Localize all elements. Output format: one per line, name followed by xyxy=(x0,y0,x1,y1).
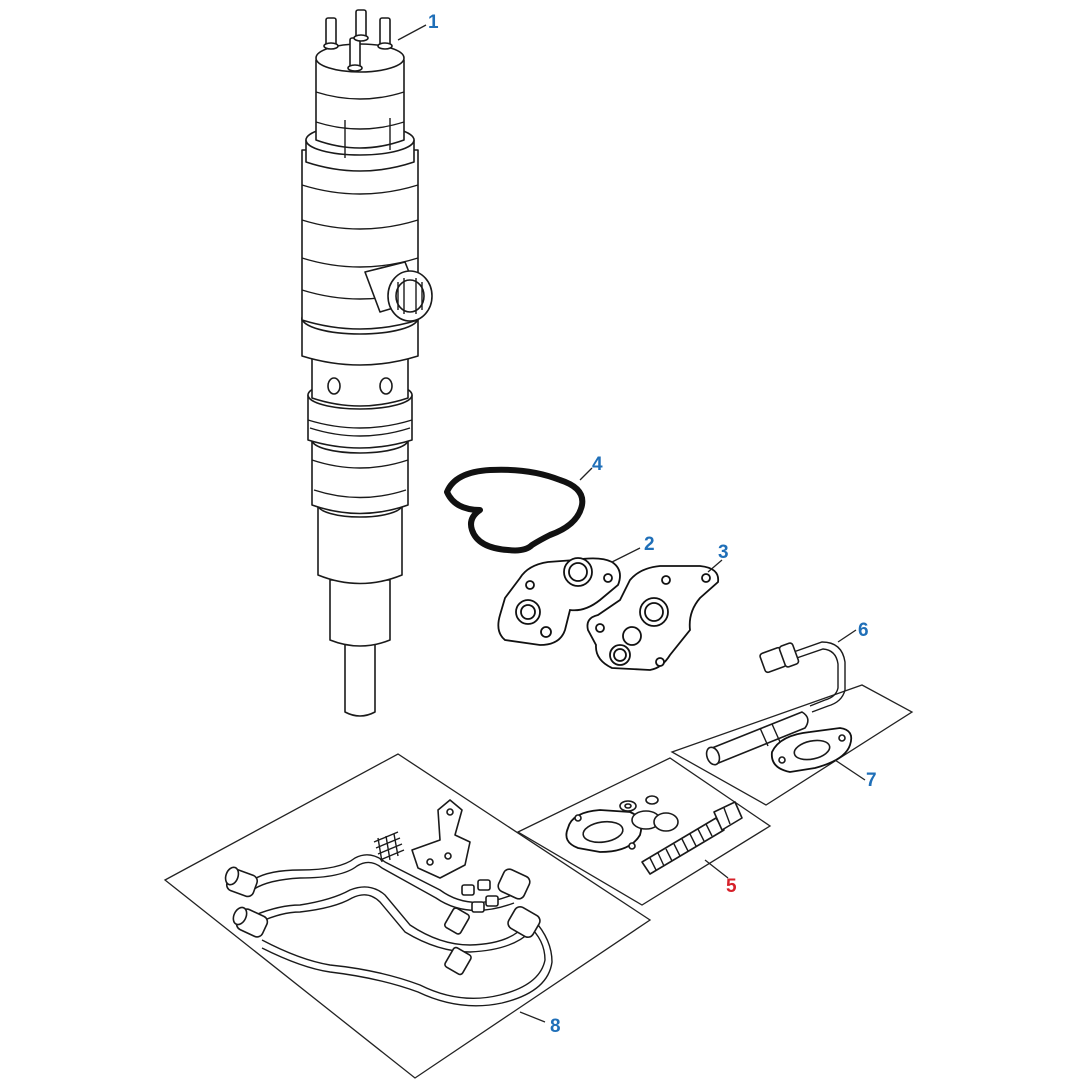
mounting-kit-5 xyxy=(516,757,772,906)
callout-2: 2 xyxy=(644,534,655,555)
callout-5: 5 xyxy=(726,876,737,897)
leader-1 xyxy=(397,24,427,41)
gasket-2 xyxy=(497,547,641,646)
fuel-line-kit xyxy=(670,629,914,806)
terminal-studs xyxy=(323,9,393,72)
callout-3: 3 xyxy=(718,542,729,563)
callout-6: 6 xyxy=(858,620,869,641)
fuel-line-assembly-8 xyxy=(163,753,652,1079)
gasket-3 xyxy=(586,559,723,671)
callout-4: 4 xyxy=(592,454,603,475)
callout-8: 8 xyxy=(550,1016,561,1037)
callout-1: 1 xyxy=(428,12,439,33)
injector-seal xyxy=(444,466,593,554)
callout-7: 7 xyxy=(866,770,877,791)
flange-gasket-7 xyxy=(770,727,866,781)
fuel-injector xyxy=(301,9,433,717)
